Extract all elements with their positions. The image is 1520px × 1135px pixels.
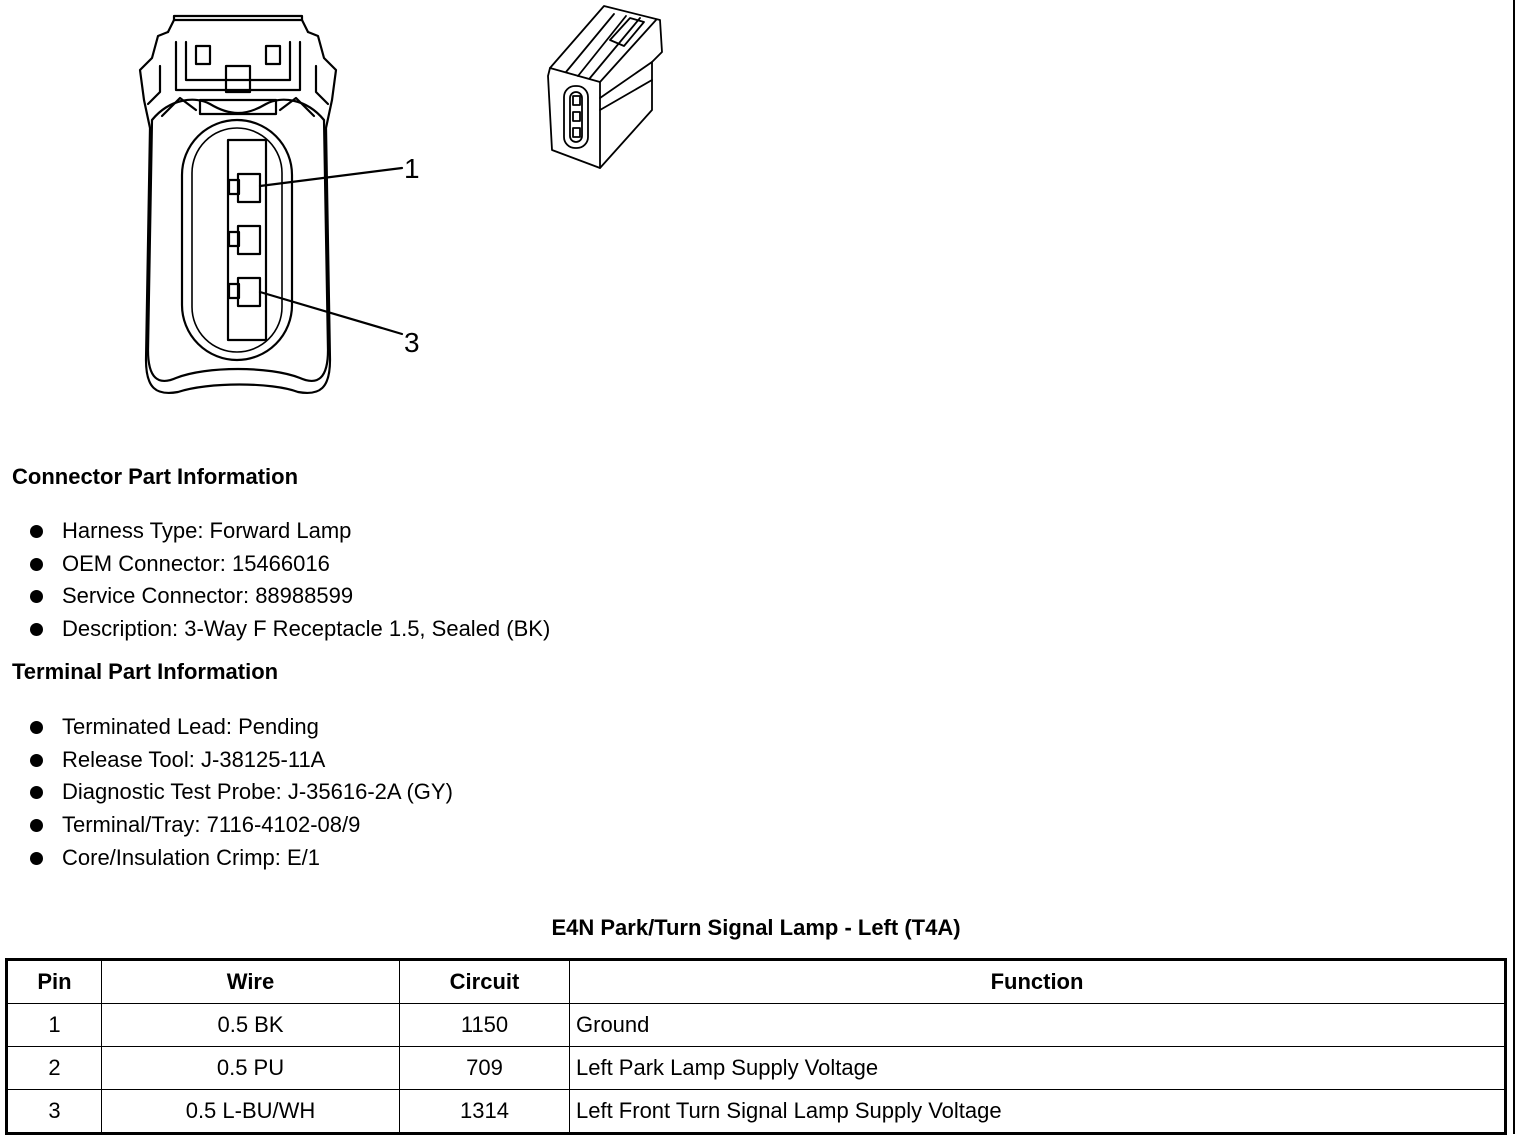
- bullet-icon: [30, 753, 43, 767]
- bullet-icon: [30, 623, 43, 637]
- bullet-icon: [30, 590, 43, 604]
- connector-part-info-list: Harness Type: Forward Lamp OEM Connector…: [0, 515, 550, 646]
- connector-part-info-heading: Connector Part Information: [12, 464, 299, 489]
- function-cell: Ground: [569, 1003, 1506, 1047]
- list-item: Terminated Lead: Pending: [0, 711, 453, 744]
- list-item: Diagnostic Test Probe: J-35616-2A (GY): [0, 776, 453, 809]
- pin-3-callout: 3: [404, 327, 420, 358]
- pin-cell: 2: [6, 1046, 102, 1090]
- terminal-part-info-heading: Terminal Part Information: [12, 659, 279, 684]
- list-item: Harness Type: Forward Lamp: [0, 515, 550, 548]
- pin-cell: 1: [6, 1003, 102, 1047]
- bullet-icon: [30, 851, 43, 865]
- list-item: Core/Insulation Crimp: E/1: [0, 842, 453, 875]
- list-item: Description: 3-Way F Receptacle 1.5, Sea…: [0, 613, 550, 646]
- connector-face-view: [138, 14, 404, 395]
- connector-iso-view: [547, 5, 663, 169]
- column-header-wire: Wire: [101, 959, 400, 1004]
- bullet-icon: [30, 786, 43, 800]
- list-item: Release Tool: J-38125-11A: [0, 744, 453, 777]
- table-header-row: Pin Wire Circuit Function: [6, 959, 1506, 1004]
- bullet-icon: [30, 557, 43, 571]
- circuit-cell: 1314: [399, 1089, 570, 1134]
- terminal-part-info-list: Terminated Lead: Pending Release Tool: J…: [0, 711, 453, 874]
- connector-illustration: 1 3: [138, 5, 663, 395]
- table-row: 2 0.5 PU 709 Left Park Lamp Supply Volta…: [6, 1046, 1506, 1090]
- wire-cell: 0.5 PU: [101, 1046, 400, 1090]
- pinout-table: Pin Wire Circuit Function 1 0.5 BK 1150 …: [5, 958, 1507, 1135]
- column-header-pin: Pin: [6, 959, 102, 1004]
- table-row: 3 0.5 L-BU/WH 1314 Left Front Turn Signa…: [6, 1089, 1506, 1134]
- function-cell: Left Front Turn Signal Lamp Supply Volta…: [569, 1089, 1506, 1134]
- circuit-cell: 709: [399, 1046, 570, 1090]
- list-item: Service Connector: 88988599: [0, 580, 550, 613]
- pin-cell: 3: [6, 1089, 102, 1134]
- circuit-cell: 1150: [399, 1003, 570, 1047]
- bullet-icon: [30, 721, 43, 734]
- list-item: OEM Connector: 15466016: [0, 548, 550, 581]
- list-item: Terminal/Tray: 7116-4102-08/9: [0, 809, 453, 842]
- wire-cell: 0.5 L-BU/WH: [101, 1089, 400, 1134]
- pinout-table-title: E4N Park/Turn Signal Lamp - Left (T4A): [551, 915, 961, 940]
- column-header-circuit: Circuit: [399, 959, 570, 1004]
- table-row: 1 0.5 BK 1150 Ground: [6, 1003, 1506, 1047]
- column-header-function: Function: [569, 959, 1506, 1004]
- bullet-icon: [30, 819, 43, 833]
- wire-cell: 0.5 BK: [101, 1003, 400, 1047]
- bullet-icon: [30, 525, 43, 538]
- page-edge-line: [1513, 0, 1515, 1134]
- function-cell: Left Park Lamp Supply Voltage: [569, 1046, 1506, 1090]
- pin-1-callout: 1: [404, 153, 420, 184]
